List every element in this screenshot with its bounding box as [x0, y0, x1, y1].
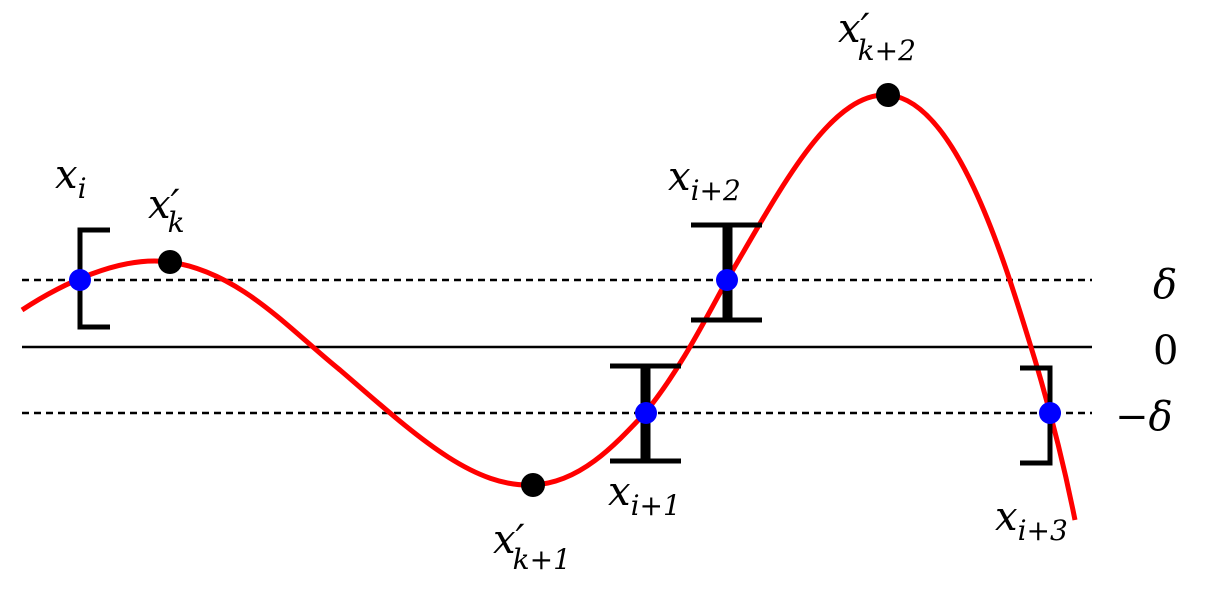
crossing-point-x-i2: [716, 269, 738, 291]
label-x-i3: xi+3: [995, 494, 1068, 547]
function-curve: [20, 92, 1078, 521]
level-label-neg-delta: −δ: [1115, 394, 1173, 440]
crossing-point-x-i3: [1039, 402, 1061, 424]
extremum-point-xp-k: [158, 250, 182, 274]
label-xp-k2: x′k+2: [838, 6, 916, 67]
extremum-point-xp-k2: [876, 83, 900, 107]
crossing-point-x-i1: [635, 402, 657, 424]
level-label-zero: 0: [1153, 328, 1178, 374]
label-x-i2: xi+2: [668, 154, 741, 207]
extremum-point-xp-k1: [521, 473, 545, 497]
label-x-i: xi: [55, 152, 87, 205]
label-xp-k1: x′k+1: [493, 517, 571, 576]
crossing-point-x-i: [69, 269, 91, 291]
label-x-i1: xi+1: [608, 469, 681, 522]
label-xp-k: x′k: [148, 182, 185, 239]
level-label-delta: δ: [1153, 262, 1177, 308]
